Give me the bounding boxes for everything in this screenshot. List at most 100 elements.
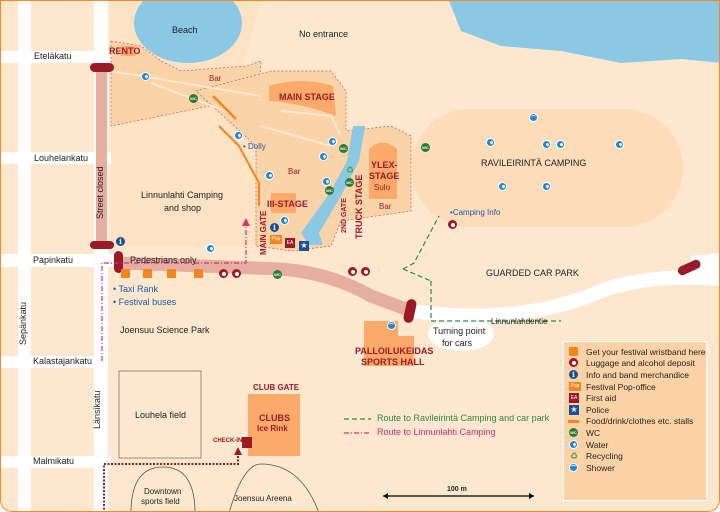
legend-label: Recycling [586, 451, 623, 462]
club-gate-label: CLUB GATE [253, 383, 300, 392]
water-icon [328, 137, 337, 146]
route-ravileirinta [402, 215, 440, 270]
street-kalastajankatu: Kalastajankatu [33, 356, 93, 366]
turning-point [428, 317, 494, 351]
water-icon [486, 138, 495, 147]
legend-label: Info and band merchandice [586, 369, 690, 380]
street-etelakatu: Eteläkatu [34, 51, 72, 61]
downtown-label: Downtown [144, 487, 182, 496]
no-entrance-label: No entrance [299, 29, 349, 39]
camping-info-text: Camping Info [452, 208, 501, 217]
info-icon: i [116, 237, 125, 246]
luggage-icon [348, 267, 357, 276]
wristband-icon [569, 346, 578, 356]
legend-item-first-aid: EA First aid [568, 392, 706, 404]
street-sepankatu: Sepänkatu [18, 301, 28, 345]
dolly-label: • Dolly [243, 142, 266, 151]
linnunlahti-camping-label: Linnunlahti Camping [141, 190, 224, 200]
festival-buses-label: • Festival buses [113, 297, 177, 307]
info-icon: i [569, 369, 578, 379]
luggage-icon [361, 267, 370, 276]
wc-icon: WC [421, 143, 430, 152]
first-aid-icon: EA [569, 393, 579, 404]
main-gate-label: MAIN GATE [259, 210, 268, 255]
legend-item-recycling: ♻Recycling [568, 450, 706, 462]
clubs-shape [248, 394, 300, 456]
road-sepankatu [18, 1, 31, 511]
legend-item-luggage: Luggage and alcohol deposit [568, 358, 706, 370]
legend-item-info: i Info and band merchandice [568, 369, 706, 381]
rento-label: RENTO [109, 46, 141, 56]
ice-rink-label: Ice Rink [257, 424, 288, 433]
water-icon [234, 131, 243, 140]
wristband-icon [167, 269, 176, 278]
wc-icon: WC [273, 270, 282, 279]
legend-label: Food/drink/clothes etc. stalls [586, 416, 694, 427]
check-in-box [242, 437, 252, 448]
louhela-field-label: Louhela field [135, 410, 187, 420]
ylex-stage-label: YLEX- [371, 160, 398, 170]
clubs-label: CLUBS [259, 413, 290, 423]
legend-label: Luggage and alcohol deposit [586, 358, 695, 369]
street-closed-bar [96, 65, 107, 245]
wristband-icon [121, 269, 130, 278]
pedestrian-road [118, 256, 414, 318]
water-icon [206, 244, 215, 253]
wc-icon: WC [345, 178, 354, 187]
luggage-icon [232, 269, 241, 278]
legend-item-water: Water [568, 439, 706, 451]
shower-icon [387, 321, 396, 330]
ravileirinta-camping-area [411, 109, 683, 227]
stall-line [218, 125, 260, 206]
barrier [90, 241, 114, 249]
info-icon: i [270, 223, 279, 232]
linnunlahdentie-road [410, 270, 719, 323]
barrier [677, 259, 701, 276]
beach-lake [134, 1, 242, 63]
ylex-stage-label-2: STAGE [369, 171, 400, 181]
sports-field-label: sports field [141, 497, 180, 506]
iii-stage-label: III-STAGE [267, 199, 308, 209]
water-icon [542, 182, 551, 191]
water-icon [542, 140, 551, 149]
main-stage-label: MAIN STAGE [279, 92, 335, 102]
water-icon [319, 152, 328, 161]
and-shop-label: and shop [164, 203, 202, 213]
louhela-field-shape [118, 370, 202, 459]
shower-icon [569, 462, 578, 472]
scale-label: 100 m [447, 486, 467, 493]
north-lake [449, 1, 719, 63]
pedestrians-only-label: Pedestrians only [130, 255, 197, 265]
water-icon [556, 140, 565, 149]
taxi-rank-text: Taxi Rank [118, 284, 159, 294]
legend-item-stall: Food/drink/clothes etc. stalls [568, 416, 706, 428]
turning-point-label: Turning point [433, 326, 486, 336]
second-gate-label: 2ND GATE [341, 198, 348, 233]
pop-office-icon: Pop [569, 381, 581, 391]
legend-label: WC [586, 427, 601, 438]
guarded-car-park-label: GUARDED CAR PARK [486, 268, 579, 278]
main-stage-shape [269, 81, 336, 116]
sports-hall-label-2: SPORTS HALL [361, 357, 425, 367]
barrier [114, 251, 123, 273]
canal [301, 126, 365, 245]
legend-label: Get your festival wristband here [586, 346, 706, 357]
legend-item-wristband: Get your festival wristband here [568, 346, 706, 358]
map-legend: Get your festival wristband here Luggage… [563, 341, 707, 501]
legend-label: First aid [586, 393, 617, 404]
luggage-icon [219, 269, 228, 278]
first-aid-icon: EA [285, 238, 295, 248]
barrier [90, 63, 114, 72]
street-malmikatu: Malmikatu [33, 456, 75, 466]
street-papinkatu: Papinkatu [33, 255, 74, 265]
legend-item-shower: Shower [568, 462, 706, 474]
camping-info-label: •Camping Info [450, 208, 501, 217]
legend-item-police: ★Police [568, 404, 706, 416]
wc-icon: WC [189, 94, 198, 103]
legend-label: Water [586, 439, 609, 450]
wristband-icon [194, 269, 203, 278]
taxi-rank-label: • Taxi Rank [113, 284, 159, 294]
